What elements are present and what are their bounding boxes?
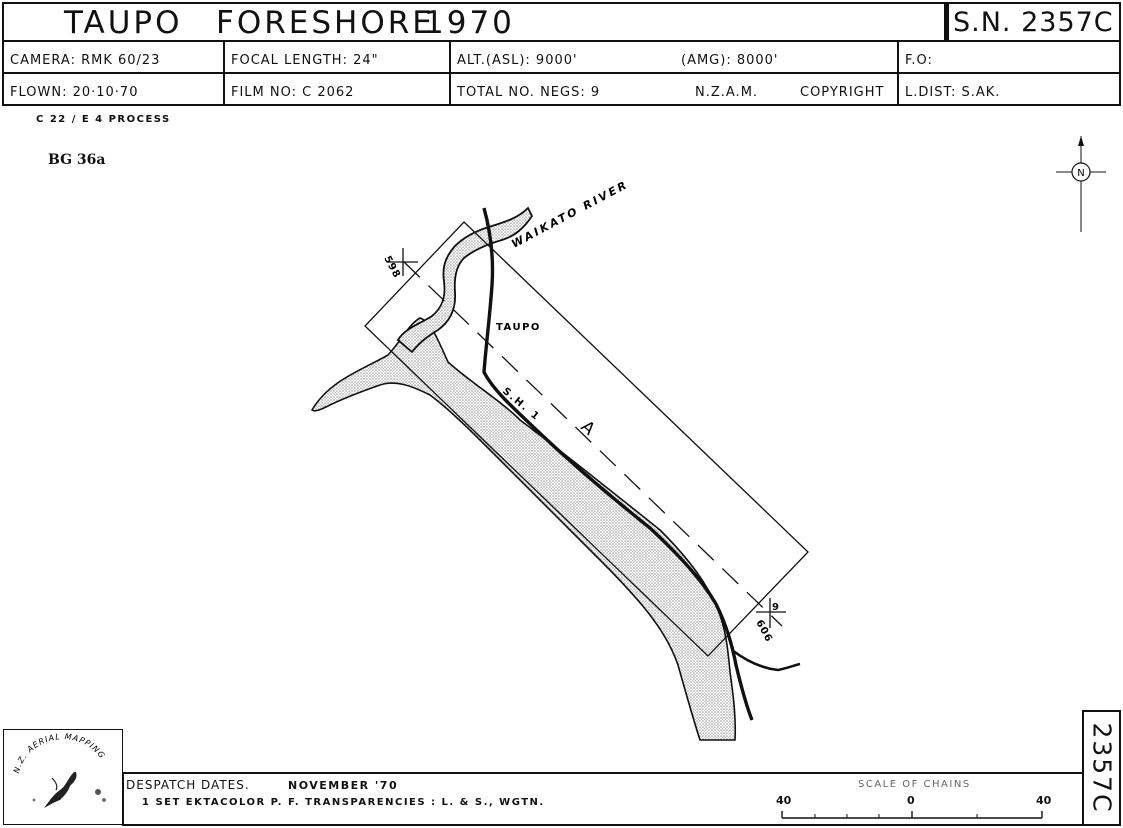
title-bar: TAUPO FORESHORE 1970: [2, 2, 946, 42]
fo-field: F.O:: [905, 53, 933, 68]
company-logo: N.Z. AERIAL MAPPING: [3, 729, 123, 825]
despatch-label: DESPATCH DATES.: [126, 778, 250, 792]
end-neg-label: 606: [753, 618, 774, 644]
side-sheet-number-text: 2357C: [1087, 722, 1116, 814]
grid-divider: [449, 42, 451, 104]
despatch-divider: [122, 772, 125, 826]
camera-field: CAMERA: RMK 60/23: [10, 53, 161, 68]
distribution-line: 1 SET EKTACOLOR P. F. TRANSPARENCIES : L…: [142, 797, 545, 808]
end-mark-label: 9: [772, 602, 779, 613]
start-neg-label: 598: [381, 254, 402, 280]
photo-run-rectangle: [364, 221, 809, 657]
title-word-subject: FORESHORE: [216, 5, 435, 41]
focal-length-field: FOCAL LENGTH: 24": [231, 53, 379, 68]
scale-tick-right: 40: [1036, 794, 1052, 807]
title-word-place: TAUPO: [64, 5, 183, 41]
flight-info-grid: CAMERA: RMK 60/23 FOCAL LENGTH: 24" ALT.…: [2, 42, 1121, 106]
scale-bar: [781, 811, 1043, 819]
grid-divider: [223, 42, 225, 104]
sheet-reference: BG 36a: [48, 152, 106, 168]
north-label: N: [1077, 168, 1084, 179]
waikato-river-channel: [396, 206, 534, 354]
grid-divider: [897, 42, 899, 104]
side-road: [731, 648, 801, 672]
grid-divider: [4, 72, 1119, 74]
total-negs-field: TOTAL NO. NEGS: 9: [457, 85, 601, 100]
sheet-number: S.N. 2357C: [946, 2, 1121, 42]
lake-taupo-water: [310, 317, 737, 741]
altitude-amg-field: (AMG): 8000': [681, 53, 779, 68]
run-label: A: [577, 417, 599, 440]
process-note: C 22 / E 4 PROCESS: [36, 114, 171, 125]
despatch-date: NOVEMBER '70: [288, 779, 399, 792]
copyright-field: COPYRIGHT: [800, 85, 885, 100]
state-highway-1: [482, 207, 754, 721]
north-arrow: [1056, 136, 1106, 232]
title-word-year: 1970: [424, 5, 515, 41]
side-sheet-number: 2357C: [1082, 710, 1121, 826]
distribution-field: L.DIST: S.AK.: [905, 85, 1001, 100]
film-number-field: FILM NO: C 2062: [231, 85, 355, 100]
scale-title: SCALE OF CHAINS: [858, 779, 971, 790]
logo-text: N.Z. AERIAL MAPPING: [12, 732, 106, 774]
nz-map-logo-icon: N.Z. AERIAL MAPPING: [12, 732, 107, 808]
flight-line: [403, 261, 783, 627]
svg-text:N.Z. AERIAL MAPPING: N.Z. AERIAL MAPPING: [12, 732, 107, 774]
scale-tick-zero: 0: [907, 794, 915, 807]
altitude-asl-field: ALT.(ASL): 9000': [457, 53, 578, 68]
nzam-field: N.Z.A.M.: [695, 85, 759, 100]
flown-date-field: FLOWN: 20·10·70: [10, 85, 139, 100]
despatch-panel: DESPATCH DATES. NOVEMBER '70 1 SET EKTAC…: [122, 772, 1082, 826]
town-label: TAUPO: [496, 322, 541, 333]
scale-tick-left: 40: [776, 794, 792, 807]
